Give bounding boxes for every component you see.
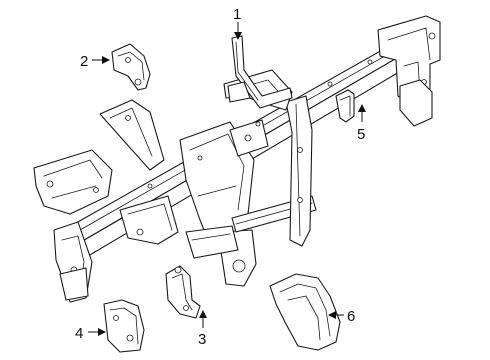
part-2-bracket (111, 43, 151, 91)
callout-1: 1 (233, 6, 241, 23)
callout-leaders (88, 22, 366, 336)
part-6-cover (269, 273, 341, 351)
callout-5: 5 (357, 126, 365, 143)
part-3-bracket (165, 265, 201, 319)
part-1-upper-bracket (227, 35, 293, 109)
callout-2: 2 (80, 53, 88, 70)
callout-3: 3 (198, 331, 206, 348)
callout-4: 4 (75, 325, 83, 342)
part-4-bracket (103, 299, 145, 353)
callout-6: 6 (347, 308, 355, 325)
part-5-bracket (335, 89, 355, 123)
cross-car-beam (33, 15, 441, 303)
